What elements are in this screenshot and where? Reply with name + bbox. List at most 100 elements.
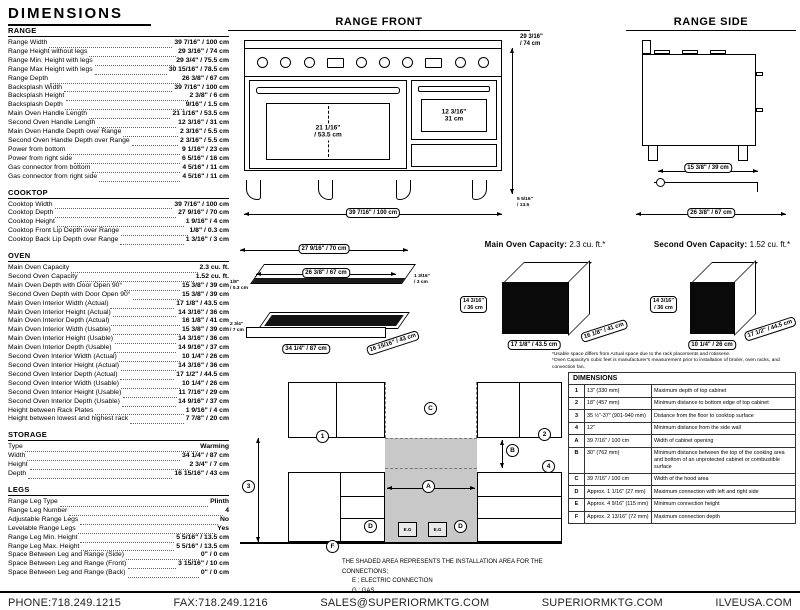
dim-desc: Minimum distance to bottom edge of top c…: [651, 396, 796, 411]
spec-label: Backsplash Width: [8, 83, 63, 91]
cabinet-door-line: [519, 382, 520, 438]
spec-label: Range Leg Number: [8, 506, 68, 514]
spec-row: Second Oven Interior Width (Actual)10 1/…: [8, 353, 229, 362]
spec-label: Height between lowest and highest rack: [8, 415, 129, 423]
cooktop-width-label: 27 9/16" / 70 cm: [298, 244, 350, 254]
spec-value: 14 3/16" / 36 cm: [178, 308, 229, 316]
oven-box-front: [502, 282, 568, 334]
spec-row: Second Oven Interior Depth (Actual)17 1/…: [8, 371, 229, 380]
dim-desc: Maximum depth of top cabinet: [651, 384, 796, 398]
spec-value: 3 15/16" / 10 cm: [178, 560, 229, 568]
leader-dots: [110, 301, 175, 309]
footnote-capacity: *Oven Capacity's cubic feet is manufactu…: [552, 358, 780, 370]
spec-value: 9 1/16" / 23 cm: [181, 145, 229, 153]
marker-2: 2: [538, 428, 551, 441]
spec-value: 11 7/16" / 29 cm: [178, 388, 229, 396]
range-front-drawing: 21 1/16" / 53.5 cm 12 3/16" 31 cm: [244, 40, 502, 180]
main-oven-door: 21 1/16" / 53.5 cm: [249, 80, 407, 169]
leader-dots: [120, 237, 184, 246]
dim-desc: Minimum distance between the top of the …: [651, 446, 796, 474]
footnote-usable: *Usable space differs from Actual space …: [552, 352, 731, 357]
spec-value: 4 5/16" / 11 cm: [182, 172, 229, 180]
leader-dots: [132, 292, 180, 300]
dim-table-title: DIMENSIONS: [568, 372, 796, 385]
leader-dots: [27, 453, 180, 462]
spec-label: Space Between Leg and Range (Back): [8, 569, 126, 577]
oven-box-front: [690, 282, 734, 334]
spec-label: Second Oven Capacity: [8, 272, 78, 280]
spec-value: 14 9/16" / 37 cm: [178, 344, 229, 352]
spec-section-title: STORAGE: [8, 430, 229, 442]
spec-value: 0" / 0 cm: [200, 551, 229, 559]
spec-value: 5 5/16" / 13.5 cm: [176, 533, 229, 541]
spec-value: 1.52 cu. ft.: [195, 272, 229, 280]
spec-value: 2 3/16" / 5.5 cm: [180, 136, 229, 144]
clearance-line: [500, 440, 504, 468]
second-depth-label: 17 1/2" / 44.5 cm: [743, 316, 797, 342]
storage-width-label: 34 1/4" / 87 cm: [282, 344, 330, 354]
spec-label: Second Oven Handle Length: [8, 119, 96, 127]
spec-label: Range Leg Max. Height: [8, 542, 80, 550]
second-width-label: 10 1/4" / 26 cm: [688, 340, 736, 350]
spec-value: 14 9/16" / 37 cm: [178, 397, 229, 405]
leader-dots: [54, 201, 173, 210]
range-leg: [738, 146, 748, 161]
leader-dots: [121, 399, 177, 407]
dim-desc: Width of cabinet opening: [651, 434, 796, 448]
dim-text: / 13.5: [517, 202, 530, 208]
spec-value: 14 3/16" / 36 cm: [178, 335, 229, 343]
dim-text: 14 3/16": [463, 298, 484, 304]
leader-dots: [130, 416, 184, 425]
second-oven-window: 12 3/16" 31 cm: [421, 99, 487, 132]
spec-label: Range Leg Type: [8, 497, 58, 505]
spec-label: Second Oven Interior Depth (Usable): [8, 397, 120, 405]
leader-dots: [49, 40, 173, 48]
control-display: [326, 57, 344, 68]
dim-text: 29 3/16": [520, 34, 543, 40]
footer-item: PHONE:718.249.1215: [8, 597, 122, 609]
spec-label: Main Oven Interior Width (Usable): [8, 326, 111, 334]
spec-value: 39 7/16" / 100 cm: [174, 39, 229, 46]
main-capacity-title: Main Oven Capacity: 2.3 cu. ft.*: [450, 240, 640, 249]
spec-label: Range Max Height with legs: [8, 65, 93, 73]
spec-label: Second Oven Depth with Door Open 90°: [8, 290, 131, 298]
floor-line: [240, 542, 562, 544]
dim-text: / 36 cm: [464, 304, 483, 311]
dim-text: 1/8": [230, 280, 240, 285]
range-side-diagram: RANGE SIDE 15 3/8" / 39 cm 26 3/8" / 67 …: [626, 16, 796, 238]
leader-dots: [64, 102, 184, 111]
cabinet-door-line: [336, 382, 337, 438]
burner-knob: [280, 57, 292, 68]
storage-drawer-front: [246, 327, 386, 338]
opening-edge-line: [476, 382, 477, 438]
spec-value: 1 3/16" / 3 cm: [185, 236, 229, 244]
spec-value: 34 1/4" / 87 cm: [181, 452, 229, 460]
spec-label: Depth: [8, 470, 27, 478]
knob-row: [245, 49, 501, 76]
spec-label: Space Between Leg and Range (Front): [8, 560, 127, 568]
depth-dimension-label: 26 3/8" / 67 cm: [687, 208, 735, 218]
note-line: G ; GAS: [352, 587, 375, 594]
backsplash-profile: [642, 40, 651, 54]
control-display: [425, 57, 443, 68]
dim-key: F: [568, 510, 585, 525]
main-handle-dimension-label: 21 1/16" / 53.5 cm: [312, 123, 344, 140]
back-lip-label: 1 3/16" / 3 cm: [414, 274, 430, 286]
spec-value: 21 1/16" / 53.5 cm: [172, 110, 229, 118]
dim-text: 31 cm: [444, 115, 464, 123]
burner-knob: [303, 57, 315, 68]
grate-profile: [654, 50, 670, 54]
bracket-dimension-label: 15 3/8" / 39 cm: [684, 163, 732, 173]
